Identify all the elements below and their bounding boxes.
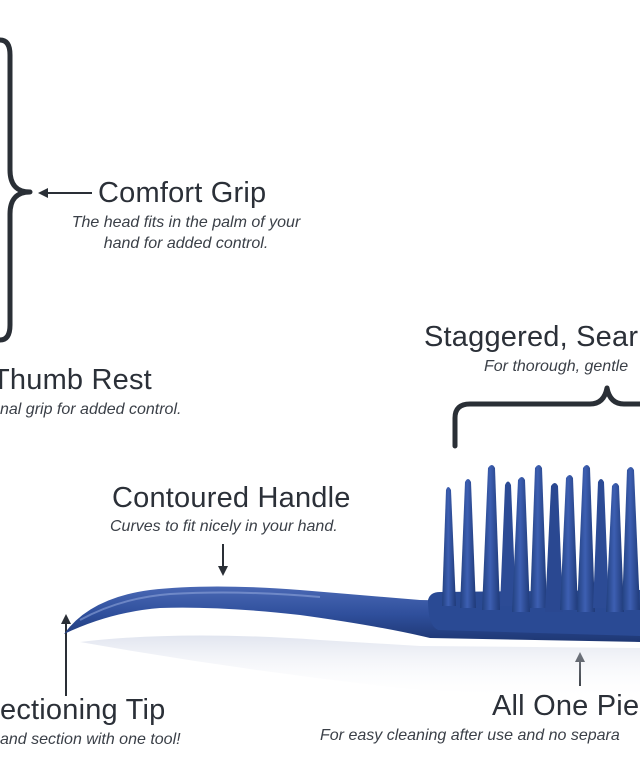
sectioning-tip-desc: and section with one tool! [0,731,181,748]
staggered-title: Staggered, Sear [424,321,639,353]
sectioning-tip-arrow [61,614,71,696]
thumb-rest-desc: nal grip for added control. [0,401,182,418]
comfort-grip-title: Comfort Grip [98,177,267,209]
thumb-rest-title: Thumb Rest [0,364,152,396]
contoured-handle-title: Contoured Handle [112,482,351,514]
one-piece-desc: For easy cleaning after use and no separ… [320,727,620,744]
comfort-grip-desc-line1: The head fits in the palm of your [71,214,301,231]
sectioning-tip-title: ectioning Tip [0,694,166,726]
staggered-desc: For thorough, gentle [484,358,629,375]
handle-highlight [79,591,321,621]
one-piece-title: All One Piec [492,690,640,722]
comfort-grip-arrow [38,188,92,198]
bristles [442,465,640,612]
brush-reflection [80,635,640,700]
comfort-grip-brace [0,37,33,343]
contoured-handle-desc: Curves to fit nicely in your hand. [110,518,338,535]
bristle-brace [452,385,640,449]
contoured-handle-arrow [218,544,228,576]
comfort-grip-desc-line2: hand for added control. [103,235,269,252]
